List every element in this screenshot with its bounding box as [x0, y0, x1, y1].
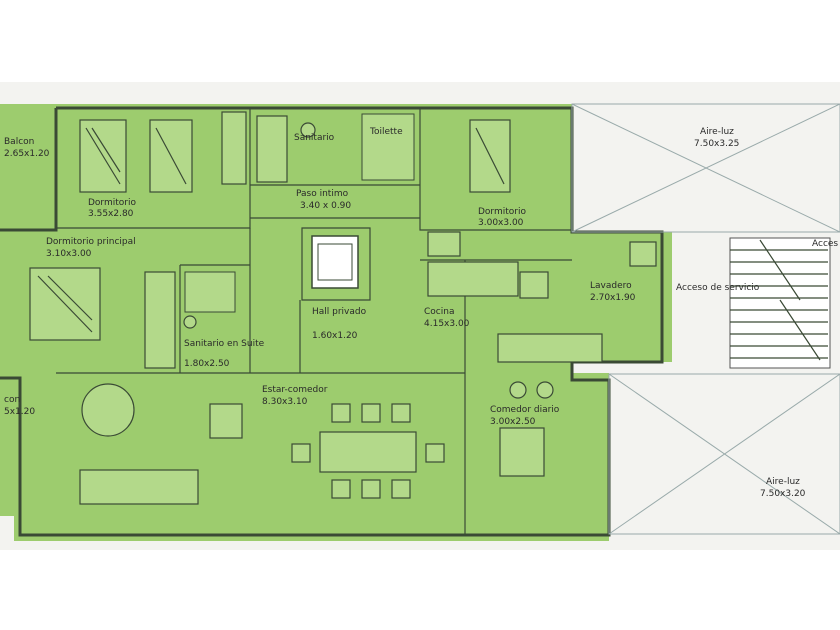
bed-hatching	[37, 127, 505, 333]
stool-1	[509, 381, 527, 399]
label-cocina: Cocina	[424, 307, 454, 317]
bathtub	[256, 115, 288, 183]
label-comedor-diario: Comedor diario	[490, 405, 560, 415]
aire-luz-top-cross	[571, 103, 840, 233]
laundry-sink	[629, 241, 657, 267]
round-table	[81, 383, 135, 437]
size-paso-intimo: 3.40 x 0.90	[300, 201, 351, 211]
label-dormitorio-1: Dormitorio	[88, 198, 136, 208]
wardrobe-master	[144, 271, 176, 369]
sink-1	[300, 122, 316, 138]
wardrobe-1	[221, 111, 247, 185]
floor-balcony-top	[0, 120, 56, 230]
size-hall-privado: 1.60x1.20	[312, 331, 358, 341]
label-dormitorio-2: Dormitorio	[478, 207, 526, 217]
size-balcon-top: 2.65x1.20	[4, 149, 50, 159]
sofa	[79, 469, 199, 505]
size-lavadero: 2.70x1.90	[590, 293, 636, 303]
label-sanitario: Sanitario	[294, 133, 335, 143]
label-estar-comedor: Estar-comedor	[262, 385, 328, 395]
label-aire-luz-top: Aire-luz	[700, 127, 734, 137]
size-sanitario-suite: 1.80x2.50	[184, 359, 230, 369]
label-hall-privado: Hall privado	[312, 307, 367, 317]
label-sanitario-suite: Sanitario en Suite	[184, 339, 265, 349]
breakfast-table	[499, 427, 545, 477]
kitchen-counter	[427, 261, 519, 297]
label-acceso-right: Acces	[812, 239, 838, 249]
aire-luz-top-box	[571, 103, 840, 233]
size-dormitorio-principal: 3.10x3.00	[46, 249, 92, 259]
aire-luz-bottom-cross	[608, 373, 840, 535]
elevator-car	[317, 243, 353, 281]
label-paso-intimo: Paso intimo	[296, 189, 349, 199]
label-aire-luz-bottom: Aire-luz	[766, 477, 800, 487]
size-aire-luz-bottom: 7.50x3.20	[760, 489, 806, 499]
kitchen-counter-2	[497, 333, 603, 363]
stool-2	[536, 381, 554, 399]
wall-master	[56, 228, 465, 374]
wall-elevator-core	[301, 227, 371, 301]
dining-chairs	[291, 403, 445, 499]
wall-bedroom2	[419, 108, 572, 231]
staircase	[729, 237, 831, 369]
dining-table	[319, 431, 417, 473]
elevator	[311, 235, 359, 289]
wardrobe-2	[427, 231, 461, 257]
label-balcon-left: con	[4, 395, 20, 405]
stove	[519, 271, 549, 299]
wall-corridor	[250, 184, 420, 219]
label-acceso-servicio: Acceso de servicio	[676, 283, 760, 293]
size-dormitorio-2: 3.00x3.00	[478, 218, 524, 228]
balcony-wall	[0, 108, 58, 232]
size-balcon-left: 5x1.20	[4, 407, 35, 417]
label-toilette: Toilette	[369, 127, 403, 137]
shower-tiles	[361, 113, 415, 181]
wall-suite-bath	[179, 264, 250, 373]
size-dormitorio-1: 3.55x2.80	[88, 209, 134, 219]
label-balcon-top: Balcon	[4, 137, 34, 147]
label-lavadero: Lavadero	[590, 281, 632, 291]
size-comedor-diario: 3.00x2.50	[490, 417, 536, 427]
size-aire-luz-top: 7.50x3.25	[694, 139, 739, 149]
sink-suite	[183, 315, 197, 329]
aire-luz-bottom-box	[608, 373, 840, 535]
label-dormitorio-principal: Dormitorio principal	[46, 237, 136, 247]
size-estar-comedor: 8.30x3.10	[262, 397, 308, 407]
armchair	[209, 403, 243, 439]
suite-shower-tiles	[184, 271, 236, 313]
size-cocina: 4.15x3.00	[424, 319, 470, 329]
